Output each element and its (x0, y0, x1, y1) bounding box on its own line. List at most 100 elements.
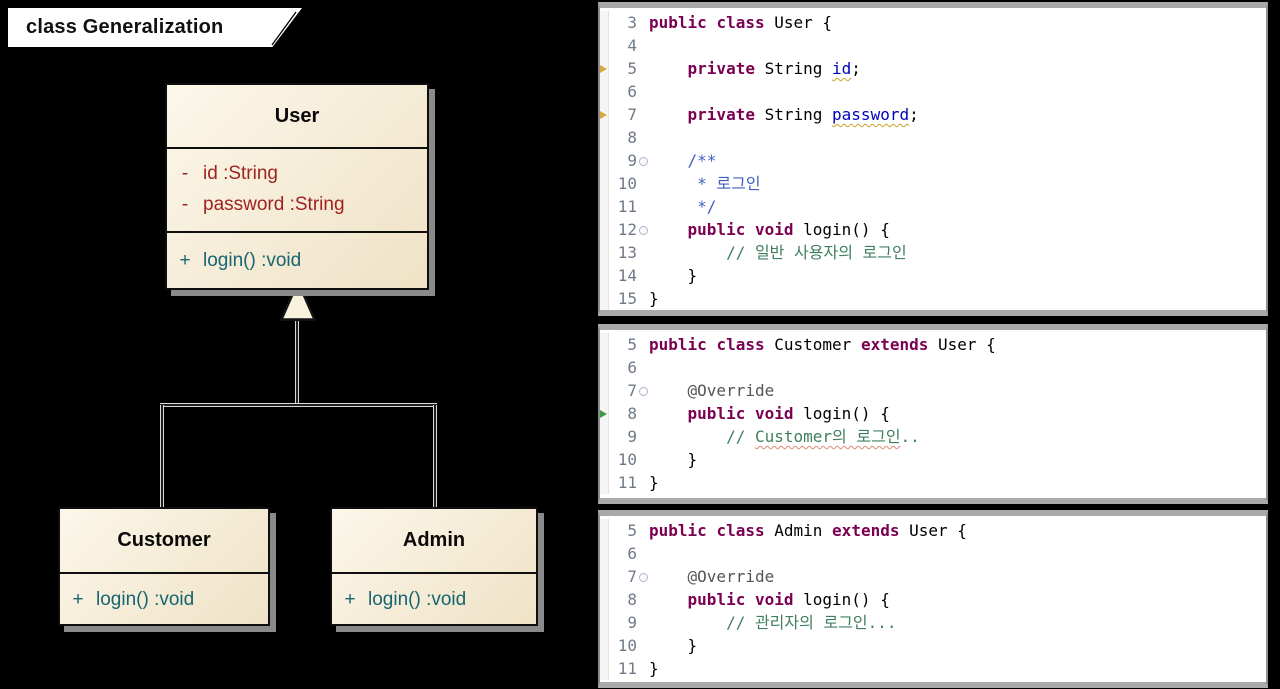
fold-column (637, 402, 649, 425)
line-number: 9 (627, 427, 637, 446)
line-number: 3 (627, 13, 637, 32)
marker-ruler (600, 588, 609, 611)
code-text: public void login() { (687, 590, 890, 609)
code-line: 6 (600, 80, 1266, 103)
code-line: 8 (600, 126, 1266, 149)
marker-ruler (600, 57, 609, 80)
uml-class-admin[interactable]: Admin + login() :void (330, 507, 538, 626)
code-line: 7 @Override (600, 379, 1266, 402)
marker-ruler (600, 379, 609, 402)
fold-column (637, 356, 649, 379)
marker-ruler (600, 657, 609, 680)
code-line: 4 (600, 34, 1266, 57)
code-text: } (649, 450, 698, 469)
fold-marker-icon[interactable] (639, 157, 648, 166)
marker-ruler (600, 80, 609, 103)
fold-column (637, 80, 649, 103)
fold-column (637, 172, 649, 195)
visibility-symbol: + (72, 588, 84, 610)
attribute-row: - id :String (167, 158, 427, 189)
code-line: 12 public void login() { (600, 218, 1266, 241)
code-text: * 로그인 (649, 174, 761, 193)
fold-marker-icon[interactable] (639, 573, 648, 582)
marker-ruler (600, 241, 609, 264)
code-line: 14 } (600, 264, 1266, 287)
override-marker-icon[interactable] (600, 410, 607, 418)
generalization-connector-left[interactable] (160, 405, 164, 507)
marker-ruler (600, 149, 609, 172)
line-number: 14 (617, 266, 637, 285)
code-line: 10 } (600, 634, 1266, 657)
fold-column (637, 11, 649, 34)
fold-column (637, 195, 649, 218)
generalization-connector-horizontal[interactable] (160, 403, 437, 407)
uml-diagram-canvas[interactable]: class Generalization User - id :String -… (0, 0, 598, 689)
line-number: 10 (617, 450, 637, 469)
line-number: 6 (627, 544, 637, 563)
code-text: @Override (649, 567, 775, 586)
line-number: 11 (617, 473, 637, 492)
fold-marker-icon[interactable] (639, 226, 648, 235)
class-name: Customer (60, 509, 268, 574)
line-number: 12 (617, 220, 637, 239)
code-text: } (649, 473, 659, 492)
line-number: 11 (617, 659, 637, 678)
code-text: } (649, 636, 698, 655)
code-text: // 관리자의 로그인... (726, 613, 897, 632)
line-number: 7 (627, 567, 637, 586)
fold-column (637, 657, 649, 680)
line-number: 7 (627, 381, 637, 400)
marker-ruler (600, 425, 609, 448)
fold-column (637, 565, 649, 588)
fold-marker-icon[interactable] (639, 387, 648, 396)
visibility-symbol: + (344, 588, 356, 610)
line-number: 15 (617, 289, 637, 308)
code-text: } (649, 659, 659, 678)
attributes-compartment: - id :String - password :String (167, 149, 427, 233)
code-text: // 일반 사용자의 로그인 (726, 243, 907, 262)
fold-column (637, 57, 649, 80)
attribute-row: - password :String (167, 189, 427, 220)
marker-ruler (600, 565, 609, 588)
generalization-connector-stem[interactable] (295, 321, 299, 405)
marker-ruler (600, 542, 609, 565)
warning-marker-icon[interactable] (600, 111, 607, 119)
line-number: 7 (627, 105, 637, 124)
code-line: 7 private String password; (600, 103, 1266, 126)
code-line: 5 private String id; (600, 57, 1266, 80)
line-number: 11 (617, 197, 637, 216)
fold-column (637, 379, 649, 402)
marker-ruler (600, 448, 609, 471)
code-line: 11} (600, 657, 1266, 680)
marker-ruler (600, 172, 609, 195)
uml-class-user[interactable]: User - id :String - password :String + l… (165, 83, 429, 290)
code-text: } (649, 289, 659, 308)
marker-ruler (600, 634, 609, 657)
line-number: 5 (627, 521, 637, 540)
code-text: // Customer의 로그인.. (726, 427, 920, 446)
class-name: Admin (332, 509, 536, 574)
code-text: */ (649, 197, 717, 216)
line-number: 9 (627, 613, 637, 632)
marker-ruler (600, 34, 609, 57)
generalization-connector-right[interactable] (433, 405, 437, 507)
fold-column (637, 149, 649, 172)
marker-ruler (600, 471, 609, 494)
code-line: 13 // 일반 사용자의 로그인 (600, 241, 1266, 264)
uml-class-customer[interactable]: Customer + login() :void (58, 507, 270, 626)
frame-tab-shape (6, 6, 307, 49)
code-line: 9 /** (600, 149, 1266, 172)
fold-column (637, 425, 649, 448)
code-text: public class Customer extends User { (649, 335, 996, 354)
marker-ruler (600, 402, 609, 425)
fold-column (637, 611, 649, 634)
line-number: 4 (627, 36, 637, 55)
warning-marker-icon[interactable] (600, 65, 607, 73)
code-text: @Override (649, 381, 775, 400)
